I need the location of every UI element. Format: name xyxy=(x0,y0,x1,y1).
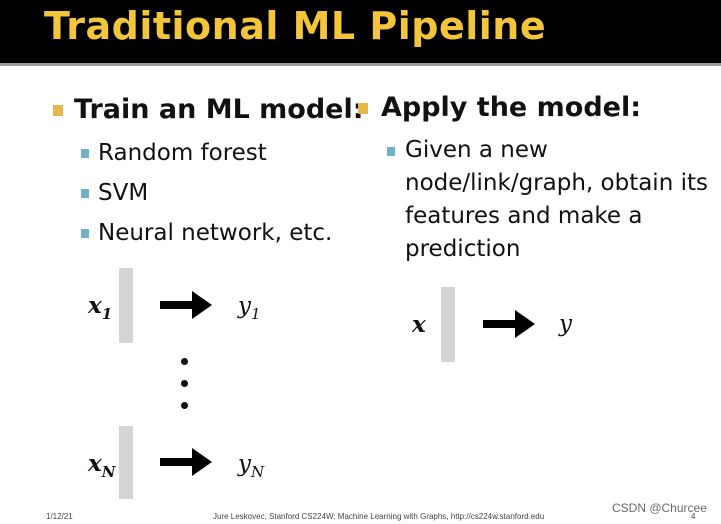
output-y1-label: y1 xyxy=(238,293,261,323)
list-item: SVM xyxy=(98,180,149,206)
bullet-square-icon xyxy=(81,229,89,238)
arrow-right-icon xyxy=(483,310,535,338)
list-item: Random forest xyxy=(98,140,267,166)
watermark: CSDN @Churcee xyxy=(612,501,707,515)
model-bar xyxy=(119,426,133,499)
list-item: Neural network, etc. xyxy=(98,220,333,246)
model-bar xyxy=(119,268,133,343)
footer-date: 1/12/21 xyxy=(46,512,73,521)
description-line: features and make a xyxy=(405,203,643,229)
description-line: prediction xyxy=(405,236,521,262)
bullet-square-icon xyxy=(81,149,89,158)
footer-page-number: 4 xyxy=(691,512,696,521)
title-divider xyxy=(0,63,721,66)
left-heading: Train an ML model: xyxy=(74,94,364,125)
footer-credit: Jure Leskovec, Stanford CS224W: Machine … xyxy=(213,512,545,521)
description-line: node/link/graph, obtain its xyxy=(405,170,708,196)
bullet-square-icon xyxy=(53,105,63,116)
ellipsis-dot xyxy=(181,402,188,409)
description-line: Given a new xyxy=(405,137,548,163)
arrow-right-icon xyxy=(160,291,212,319)
right-heading: Apply the model: xyxy=(381,92,642,123)
bullet-square-icon xyxy=(358,103,368,114)
ellipsis-dot xyxy=(181,380,188,387)
input-x1-label: x1 xyxy=(88,292,113,323)
ellipsis-dot xyxy=(181,358,188,365)
slide-title: Traditional ML Pipeline xyxy=(44,4,547,48)
output-y-label: y xyxy=(559,311,572,337)
bullet-square-icon xyxy=(81,189,89,198)
input-xN-label: xN xyxy=(88,450,116,481)
arrow-right-icon xyxy=(160,448,212,476)
title-bar: Traditional ML Pipeline xyxy=(0,0,721,63)
input-x-label: x xyxy=(412,311,426,338)
output-yN-label: yN xyxy=(238,451,265,481)
bullet-square-icon xyxy=(387,147,395,156)
model-bar xyxy=(441,287,455,362)
